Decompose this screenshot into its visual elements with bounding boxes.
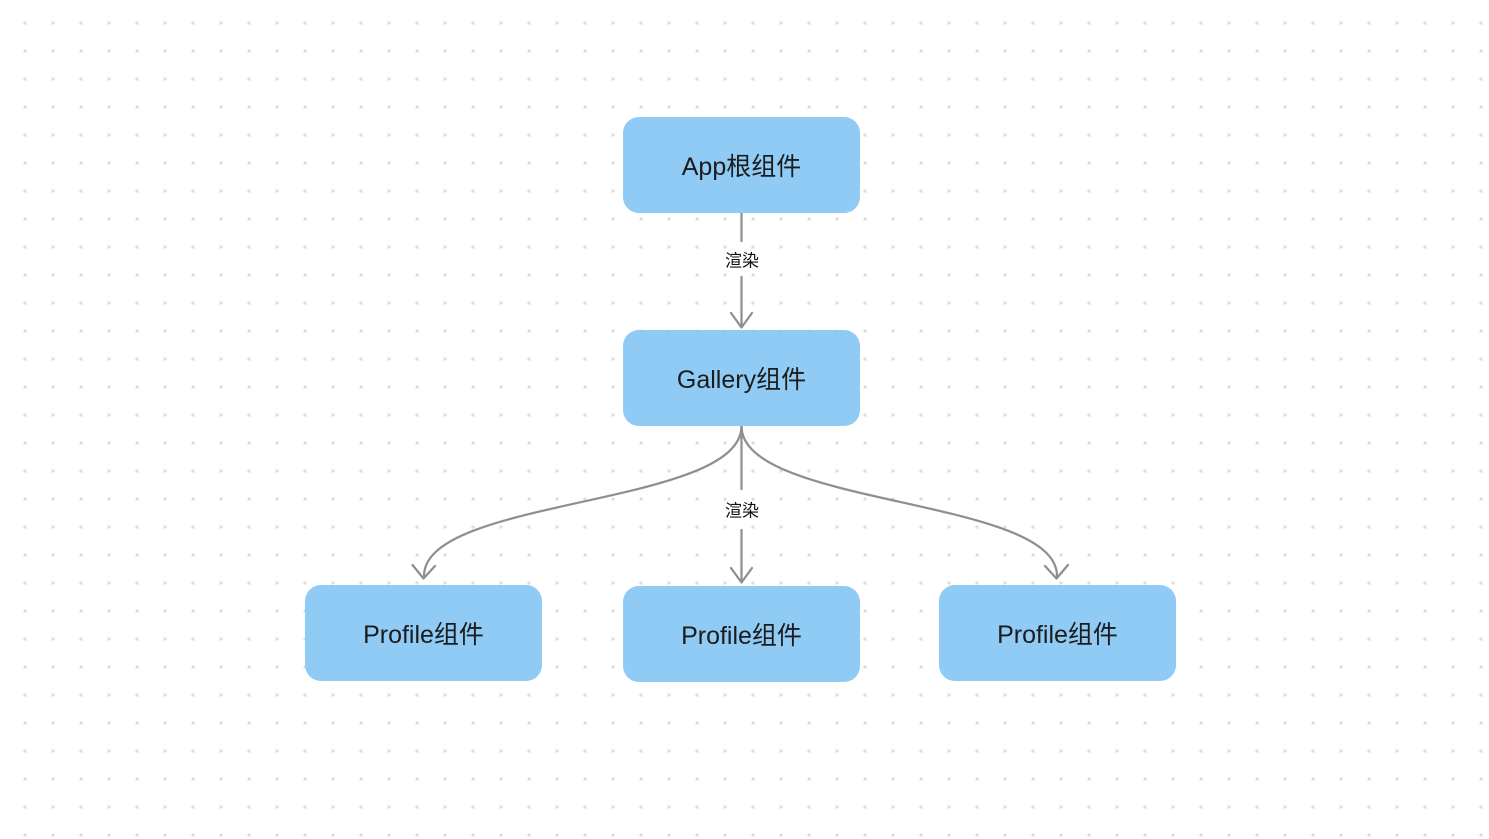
edge-app-to-gallery[interactable] xyxy=(729,211,754,329)
edge-gallery-to-profile-1[interactable] xyxy=(411,424,743,580)
node-profile-3[interactable]: Profile组件 xyxy=(939,585,1176,681)
node-app-root-label: App根组件 xyxy=(681,153,802,181)
node-profile-2-label: Profile组件 xyxy=(681,622,802,650)
edge-label-render-bottom[interactable]: 渲染 xyxy=(725,501,759,521)
node-profile-2[interactable]: Profile组件 xyxy=(623,586,860,682)
node-gallery-label: Gallery组件 xyxy=(676,366,807,394)
edge-gallery-to-profile-3[interactable] xyxy=(740,424,1070,580)
node-profile-1[interactable]: Profile组件 xyxy=(305,585,542,681)
edge-label-render-top[interactable]: 渲染 xyxy=(725,251,759,271)
node-profile-3-label: Profile组件 xyxy=(997,621,1118,649)
node-profile-1-label: Profile组件 xyxy=(363,621,484,649)
node-app-root[interactable]: App根组件 xyxy=(623,117,860,213)
node-gallery[interactable]: Gallery组件 xyxy=(623,330,860,426)
edge-gallery-to-profile-2[interactable] xyxy=(729,424,754,584)
